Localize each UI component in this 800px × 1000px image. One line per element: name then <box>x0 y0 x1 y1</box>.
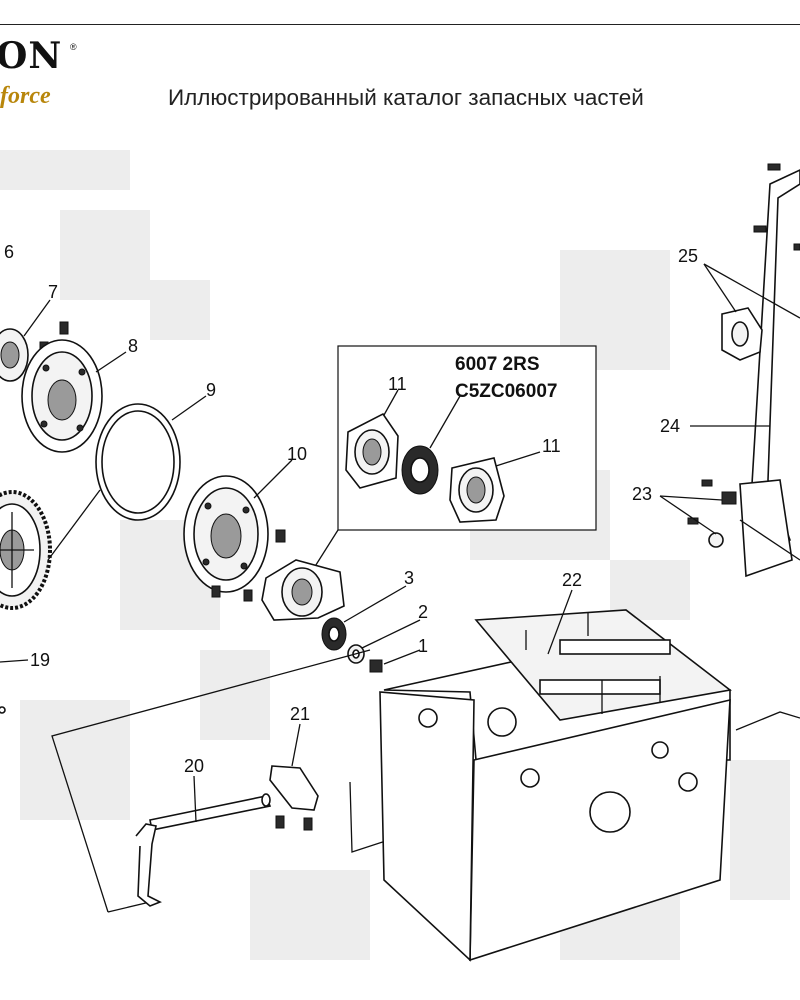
callout-19: 19 <box>30 650 50 670</box>
hub-part-7 <box>0 321 69 382</box>
handle-arm-part-24 <box>739 163 800 578</box>
callout-8: 8 <box>128 336 138 356</box>
flange-part-10 <box>183 475 286 602</box>
header-rule <box>0 24 800 25</box>
brand-logo: ON <box>0 35 63 77</box>
callout-25: 25 <box>678 246 698 266</box>
callout-9: 9 <box>206 380 216 400</box>
bearing-housing <box>261 559 345 621</box>
callout-2: 2 <box>418 602 428 622</box>
clip-part-25 <box>721 307 763 361</box>
flange-plate-part-8 <box>21 339 103 453</box>
callout-20: 20 <box>184 756 204 776</box>
callout-21: 21 <box>290 704 310 724</box>
fasteners-part-23 <box>687 479 737 548</box>
callout-3: 3 <box>404 568 414 588</box>
bracket-part-21 <box>269 765 319 831</box>
registered-mark: ® <box>70 42 77 52</box>
callout-7: 7 <box>48 282 58 302</box>
bearing-flange-right <box>449 457 505 523</box>
bearing-spec-line1: 6007 2RS <box>455 354 540 375</box>
callout-11-left: 11 <box>388 374 407 394</box>
callout-22: 22 <box>562 570 582 590</box>
page-title: Иллюстрированный каталог запасных частей <box>168 85 644 110</box>
brand-tagline: force <box>0 83 51 109</box>
callout-24: 24 <box>660 416 680 436</box>
callout-10: 10 <box>287 444 307 464</box>
seal-ring-part-9 <box>95 403 181 521</box>
callout-6: 6 <box>4 242 14 262</box>
drive-gear <box>0 490 52 610</box>
callout-1: 1 <box>418 636 428 656</box>
housing-part-22 <box>379 609 732 962</box>
callout-11-right: 11 <box>542 436 561 456</box>
callout-23: 23 <box>632 484 652 504</box>
bearing-spec-line2: C5ZC06007 <box>455 381 557 402</box>
lever-part-20 <box>135 793 272 907</box>
bolt-part-1 <box>369 659 383 673</box>
bearing-flange-left <box>345 412 399 489</box>
bearing-part-3 <box>321 617 347 651</box>
bearing-6007 <box>401 445 439 495</box>
